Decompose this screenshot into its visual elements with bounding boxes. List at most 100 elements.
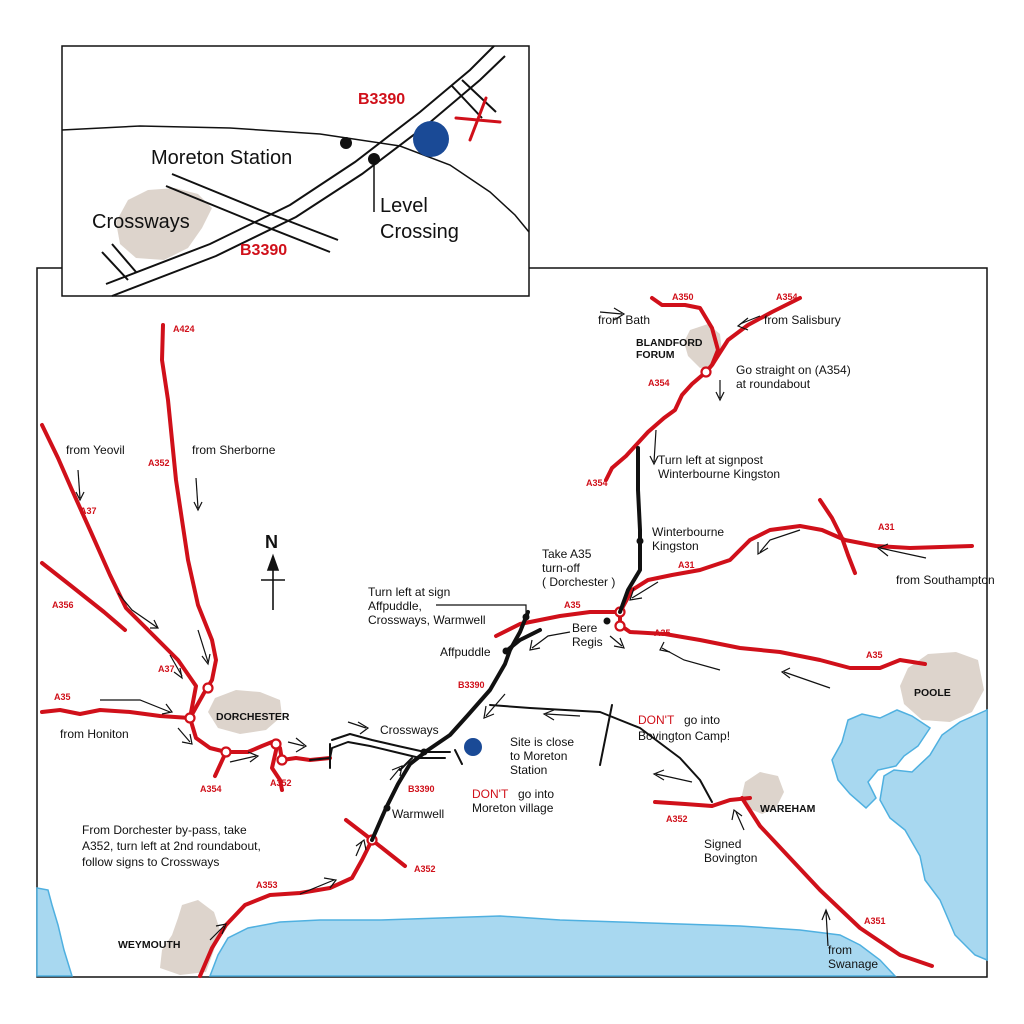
town-label-poole: POOLE bbox=[914, 687, 951, 699]
inset-dot-station bbox=[340, 137, 352, 149]
label-turn-wk-1: Turn left at signpost bbox=[658, 453, 764, 467]
roundabout-blandford bbox=[700, 366, 712, 378]
label-dont-moreton: DON'T bbox=[472, 787, 509, 801]
pointer-affpuddle bbox=[436, 604, 527, 617]
roundabout-a35-west bbox=[184, 712, 196, 724]
inset-road-west-stub bbox=[101, 243, 137, 281]
sea-south-coast bbox=[208, 915, 897, 977]
label-bovington-1: go into bbox=[684, 713, 720, 727]
sea-poole-harbour bbox=[831, 708, 988, 962]
inset-road-cross-2 bbox=[165, 185, 331, 253]
town-wareham bbox=[742, 772, 784, 814]
road-a31 bbox=[618, 524, 974, 614]
label-affp-1: Turn left at sign bbox=[368, 585, 450, 599]
label-from-sherborne: from Sherborne bbox=[192, 443, 276, 457]
label-site-3: Station bbox=[510, 763, 547, 777]
label-from-southampton: from Southampton bbox=[896, 573, 995, 587]
road-label-a37-south: A37 bbox=[158, 664, 175, 674]
road-winterbourne bbox=[618, 446, 642, 614]
road-crossways-link-2 bbox=[331, 733, 451, 753]
label-take-a35-3: ( Dorchester ) bbox=[542, 575, 615, 589]
sea-weymouth-bay bbox=[36, 887, 74, 977]
label-from-salisbury: from Salisbury bbox=[764, 313, 841, 327]
town-dorchester bbox=[208, 690, 282, 734]
inset-label-crossing: Crossing bbox=[380, 221, 459, 243]
label-from-swanage-2: Swanage bbox=[828, 957, 878, 971]
label-from-swanage-1: from bbox=[828, 943, 852, 957]
roundabout-a352-2 bbox=[276, 754, 288, 766]
label-dorch-1: From Dorchester by-pass, take bbox=[82, 823, 247, 837]
road-label-a353: A353 bbox=[256, 880, 278, 890]
inset-town-crossways bbox=[116, 188, 212, 260]
dot-wk bbox=[636, 537, 644, 545]
label-go-straight-2: at roundabout bbox=[736, 377, 811, 391]
label-bere-2: Regis bbox=[572, 635, 603, 649]
town-label-blandford-2: FORUM bbox=[636, 349, 675, 361]
main-map: A424 A352 A37 A356 A37 A35 A354 A352 A35… bbox=[36, 267, 995, 978]
label-from-honiton: from Honiton bbox=[60, 727, 129, 741]
road-label-a37-west: A37 bbox=[80, 506, 97, 516]
inset-label-b3390-top: B3390 bbox=[358, 91, 405, 108]
road-label-a35-west: A35 bbox=[54, 692, 71, 702]
road-label-a350: A350 bbox=[672, 292, 694, 302]
inset-road-cross-1 bbox=[171, 173, 339, 241]
road-a37 bbox=[40, 423, 198, 720]
roundabout-a352-1 bbox=[270, 738, 282, 750]
road-bovington bbox=[489, 704, 713, 803]
road-a352-dorchester bbox=[270, 740, 284, 792]
road-a351 bbox=[740, 796, 934, 968]
town-label-weymouth: WEYMOUTH bbox=[118, 939, 180, 951]
roundabout-a354 bbox=[220, 746, 232, 758]
town-label-blandford-1: BLANDFORD bbox=[636, 337, 703, 349]
label-dont-bovington: DON'T bbox=[638, 713, 675, 727]
dot-warmwell bbox=[383, 804, 391, 812]
label-turn-wk-2: Winterbourne Kingston bbox=[658, 467, 780, 481]
road-label-a354-west: A354 bbox=[200, 784, 222, 794]
road-a356 bbox=[40, 561, 127, 632]
label-wk-2: Kingston bbox=[652, 539, 699, 553]
roundabout-bere-2 bbox=[614, 620, 626, 632]
road-label-a35-poole: A35 bbox=[866, 650, 883, 660]
town-weymouth bbox=[160, 900, 220, 975]
inset-label-b3390-bottom: B3390 bbox=[240, 242, 287, 259]
road-label-a354-south: A354 bbox=[586, 478, 608, 488]
inset-road-b3390-1 bbox=[105, 45, 495, 285]
label-crossways: Crossways bbox=[380, 723, 439, 737]
road-label-a352-south: A352 bbox=[414, 864, 436, 874]
road-label-a354-north: A354 bbox=[776, 292, 798, 302]
road-label-b3390-middle: B3390 bbox=[458, 680, 485, 690]
town-label-wareham: WAREHAM bbox=[760, 803, 816, 815]
label-moreton-1: go into bbox=[518, 787, 554, 801]
road-a354-salisbury bbox=[704, 296, 802, 374]
road-a424-a352 bbox=[160, 323, 218, 720]
inset-site-marker bbox=[413, 121, 449, 157]
road-label-a352-dorchester: A352 bbox=[270, 778, 292, 788]
label-site-2: to Moreton bbox=[510, 749, 567, 763]
label-take-a35-1: Take A35 bbox=[542, 547, 592, 561]
inset-label-station: Moreton Station bbox=[151, 147, 292, 169]
main-map-frame bbox=[36, 267, 988, 978]
road-a354-south bbox=[604, 370, 708, 482]
town-poole bbox=[900, 652, 984, 722]
road-a35-east bbox=[618, 623, 927, 670]
label-dorch-3: follow signs to Crossways bbox=[82, 855, 219, 869]
label-signed-1: Signed bbox=[704, 837, 741, 851]
road-a353 bbox=[198, 838, 374, 978]
town-label-dorchester: DORCHESTER bbox=[216, 711, 290, 723]
road-label-a352-wareham: A352 bbox=[666, 814, 688, 824]
road-label-a351: A351 bbox=[864, 916, 886, 926]
road-label-a35-middle: A35 bbox=[564, 600, 581, 610]
inset-track-ne bbox=[451, 79, 497, 119]
inset-red-cross bbox=[454, 96, 502, 142]
road-a31-crossing bbox=[818, 498, 857, 575]
label-take-a35-2: turn-off bbox=[542, 561, 580, 575]
inset-road-b3390-2 bbox=[111, 55, 506, 297]
label-wk-1: Winterbourne bbox=[652, 525, 724, 539]
road-label-a424: A424 bbox=[173, 324, 195, 334]
label-signed-2: Bovington bbox=[704, 851, 757, 865]
dot-crossways bbox=[420, 748, 428, 756]
dot-bere bbox=[603, 617, 611, 625]
road-a352-wareham bbox=[653, 796, 752, 808]
dot-affpuddle bbox=[502, 647, 510, 655]
